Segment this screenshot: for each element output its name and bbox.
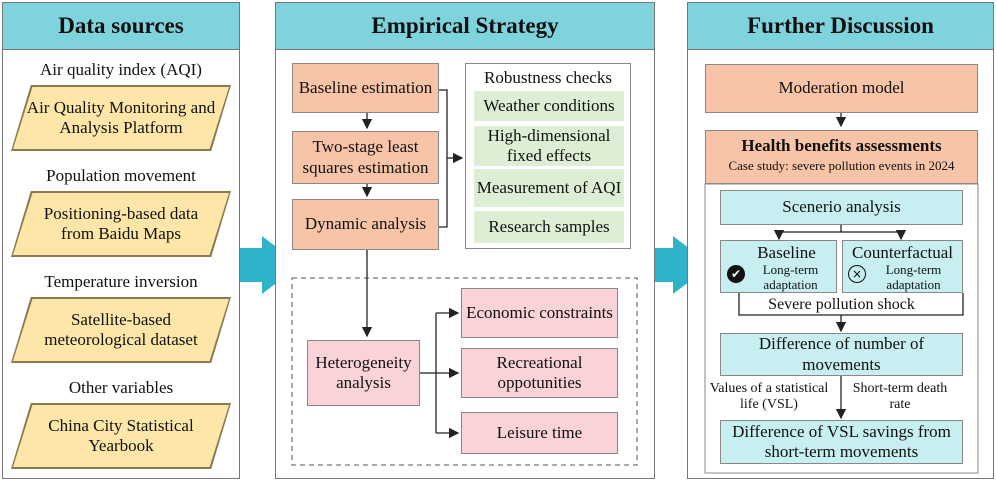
difference-movements-box: Difference of number of movements: [720, 333, 963, 376]
baseline-scenario-title: Baseline: [757, 243, 816, 262]
counterfactual-scenario-subtitle: Long-term adaptation: [885, 262, 942, 292]
source-baidu-maps: Positioning-based data from Baidu Maps: [11, 191, 231, 257]
vsl-label: Values of a statistical life (VSL): [709, 381, 829, 413]
death-rate-label: Short-term death rate: [852, 381, 948, 413]
two-stage-estimation-box: Two-stage least squares estimation: [292, 131, 439, 184]
scenario-analysis-box: Scenerio analysis: [720, 190, 963, 225]
leisure-time-box: Leisure time: [461, 412, 618, 454]
health-benefits-header-box: Health benefits assessments Case study: …: [705, 130, 978, 184]
source-label-other: Other variables: [68, 378, 174, 397]
empirical-strategy-header: Empirical Strategy: [275, 2, 655, 50]
health-benefits-subtitle: Case study: severe pollution events in 2…: [728, 158, 955, 173]
source-city-yearbook: China City Statistical Yearbook: [11, 403, 231, 469]
baseline-scenario-subtitle: Long-term adaptation: [762, 262, 819, 292]
robustness-aqi-measurement: Measurement of AQI: [474, 169, 624, 207]
baseline-scenario-box: Baseline ✔ Long-term adaptation: [720, 240, 837, 293]
source-satellite-dataset: Satellite-based meteorological dataset: [11, 297, 231, 363]
source-aqi-platform: Air Quality Monitoring and Analysis Plat…: [11, 85, 231, 151]
severe-pollution-shock-label: Severe pollution shock: [768, 296, 915, 313]
counterfactual-scenario-box: Counterfactual × Long-term adaptation: [842, 240, 963, 293]
source-label-movement: Population movement: [46, 166, 196, 185]
heterogeneity-analysis-box: Heterogeneity analysis: [307, 340, 420, 406]
robustness-samples: Research samples: [474, 211, 624, 243]
source-label-inversion: Temperature inversion: [44, 272, 198, 291]
robustness-fixed-effects: High-dimensional fixed effects: [474, 126, 624, 166]
moderation-model-box: Moderation model: [705, 64, 978, 113]
circled-times-icon: ×: [848, 265, 866, 283]
source-label-aqi: Air quality index (AQI): [40, 60, 202, 79]
data-sources-header: Data sources: [2, 2, 240, 50]
robustness-title: Robustness checks: [484, 68, 612, 87]
checkmark-icon: ✔: [727, 265, 745, 283]
baseline-estimation-box: Baseline estimation: [292, 63, 439, 113]
dynamic-analysis-box: Dynamic analysis: [292, 199, 439, 250]
recreational-opportunities-box: Recreational oppotunities: [461, 348, 618, 398]
robustness-weather: Weather conditions: [474, 91, 624, 121]
health-benefits-title: Health benefits assessments: [741, 136, 942, 155]
economic-constraints-box: Economic constraints: [461, 288, 618, 338]
difference-vsl-box: Difference of VSL savings from short-ter…: [720, 420, 963, 464]
counterfactual-scenario-title: Counterfactual: [851, 243, 953, 262]
further-discussion-header: Further Discussion: [687, 2, 994, 50]
